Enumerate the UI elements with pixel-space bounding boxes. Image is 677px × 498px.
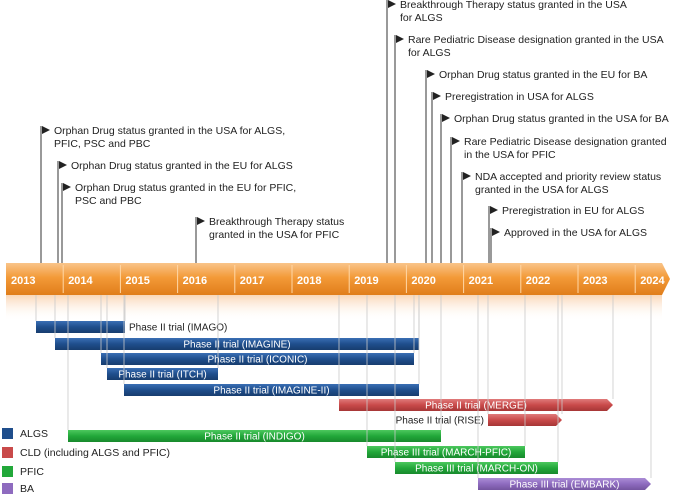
year-label-2020: 2020	[411, 275, 435, 287]
legend-label-CLD: CLD (including ALGS and PFIC)	[20, 447, 170, 459]
milestone-flag-icon	[197, 217, 205, 225]
milestone-text: PFIC, PSC and PBC	[54, 138, 151, 150]
trial-label: Phase III trial (EMBARK)	[509, 480, 619, 491]
trial-bar	[101, 353, 414, 365]
legend-label-ALGS: ALGS	[20, 428, 48, 440]
milestone-text: Orphan Drug status granted in the EU for…	[75, 182, 296, 194]
trial-bar	[367, 446, 525, 458]
milestone-text: for ALGS	[400, 12, 443, 24]
milestone-text: Breakthrough Therapy status granted in t…	[400, 0, 627, 11]
milestone-text: Orphan Drug status granted in the USA fo…	[454, 113, 669, 125]
year-label-2015: 2015	[125, 275, 149, 287]
year-label-2014: 2014	[68, 275, 93, 287]
trial-label: Phase II trial (MERGE)	[425, 401, 527, 412]
trial-bar	[55, 338, 419, 350]
trial-label: Phase II trial (IMAGINE)	[183, 340, 290, 351]
milestone-flag-icon	[492, 228, 500, 236]
legend-swatch-ALGS	[2, 428, 13, 439]
milestone-text: Orphan Drug status granted in the EU for…	[439, 69, 647, 81]
legend-swatch-BA	[2, 483, 13, 494]
milestone-flag-icon	[63, 183, 71, 191]
legend-label-BA: BA	[20, 483, 34, 495]
milestone-text: Preregistration in EU for ALGS	[502, 205, 644, 217]
milestone-text: PSC and PBC	[75, 195, 142, 207]
trial-bar	[339, 399, 613, 411]
trial-label: Phase II trial (IMAGINE-II)	[213, 386, 329, 397]
milestone-flag-icon	[452, 137, 460, 145]
milestone-text: Orphan Drug status granted in the USA fo…	[54, 125, 285, 137]
milestone-text: Approved in the USA for ALGS	[504, 227, 647, 239]
milestone-flag-icon	[427, 70, 435, 78]
milestone-flag-icon	[42, 126, 50, 134]
trial-bar	[107, 368, 218, 380]
year-label-2024: 2024	[640, 275, 665, 287]
milestone-text: Breakthrough Therapy status	[209, 216, 344, 228]
timeline-band-reflection	[6, 295, 662, 321]
year-label-2022: 2022	[526, 275, 550, 287]
milestone-text: Rare Pediatric Disease designation grant…	[464, 136, 667, 148]
milestone-flag-icon	[442, 114, 450, 122]
milestone-flag-icon	[59, 161, 67, 169]
year-label-2023: 2023	[583, 275, 607, 287]
year-label-2021: 2021	[469, 275, 493, 287]
milestone-text: granted in the USA for PFIC	[209, 229, 340, 241]
milestone-flag-icon	[433, 92, 441, 100]
trial-label: Phase II trial (INDIGO)	[204, 432, 305, 443]
year-label-2013: 2013	[11, 275, 35, 287]
milestone-text: in the USA for PFIC	[464, 149, 556, 161]
year-label-2019: 2019	[354, 275, 378, 287]
milestone-text: NDA accepted and priority review status	[475, 171, 661, 183]
trial-label: Phase II trial (ICONIC)	[207, 355, 307, 366]
year-label-2016: 2016	[183, 275, 207, 287]
year-label-2018: 2018	[297, 275, 321, 287]
milestone-text: Preregistration in USA for ALGS	[445, 91, 594, 103]
trial-bar	[395, 462, 558, 474]
trial-label: Phase II trial (ITCH)	[118, 370, 206, 381]
milestone-text: Orphan Drug status granted in the EU for…	[71, 160, 293, 172]
trial-label: Phase III trial (MARCH-PFIC)	[381, 448, 512, 459]
trial-bar	[36, 321, 125, 333]
legend-swatch-PFIC	[2, 466, 13, 477]
timeline-band	[6, 263, 670, 295]
milestone-text: granted in the USA for ALGS	[475, 184, 609, 196]
milestone-flag-icon	[396, 35, 404, 43]
trial-bar	[478, 478, 651, 490]
trial-label: Phase II trial (RISE)	[396, 416, 484, 427]
trial-label: Phase II trial (IMAGO)	[129, 323, 227, 334]
trial-label: Phase III trial (MARCH-ON)	[415, 464, 538, 475]
year-label-2017: 2017	[240, 275, 264, 287]
milestone-text: for ALGS	[408, 47, 451, 59]
legend-label-PFIC: PFIC	[20, 466, 44, 478]
trial-bar	[124, 384, 419, 396]
milestone-flag-icon	[388, 0, 396, 8]
milestone-text: Rare Pediatric Disease designation grant…	[408, 34, 664, 46]
milestone-flag-icon	[490, 206, 498, 214]
trial-bar	[68, 430, 441, 442]
legend-swatch-CLD	[2, 447, 13, 458]
milestone-flag-icon	[463, 172, 471, 180]
